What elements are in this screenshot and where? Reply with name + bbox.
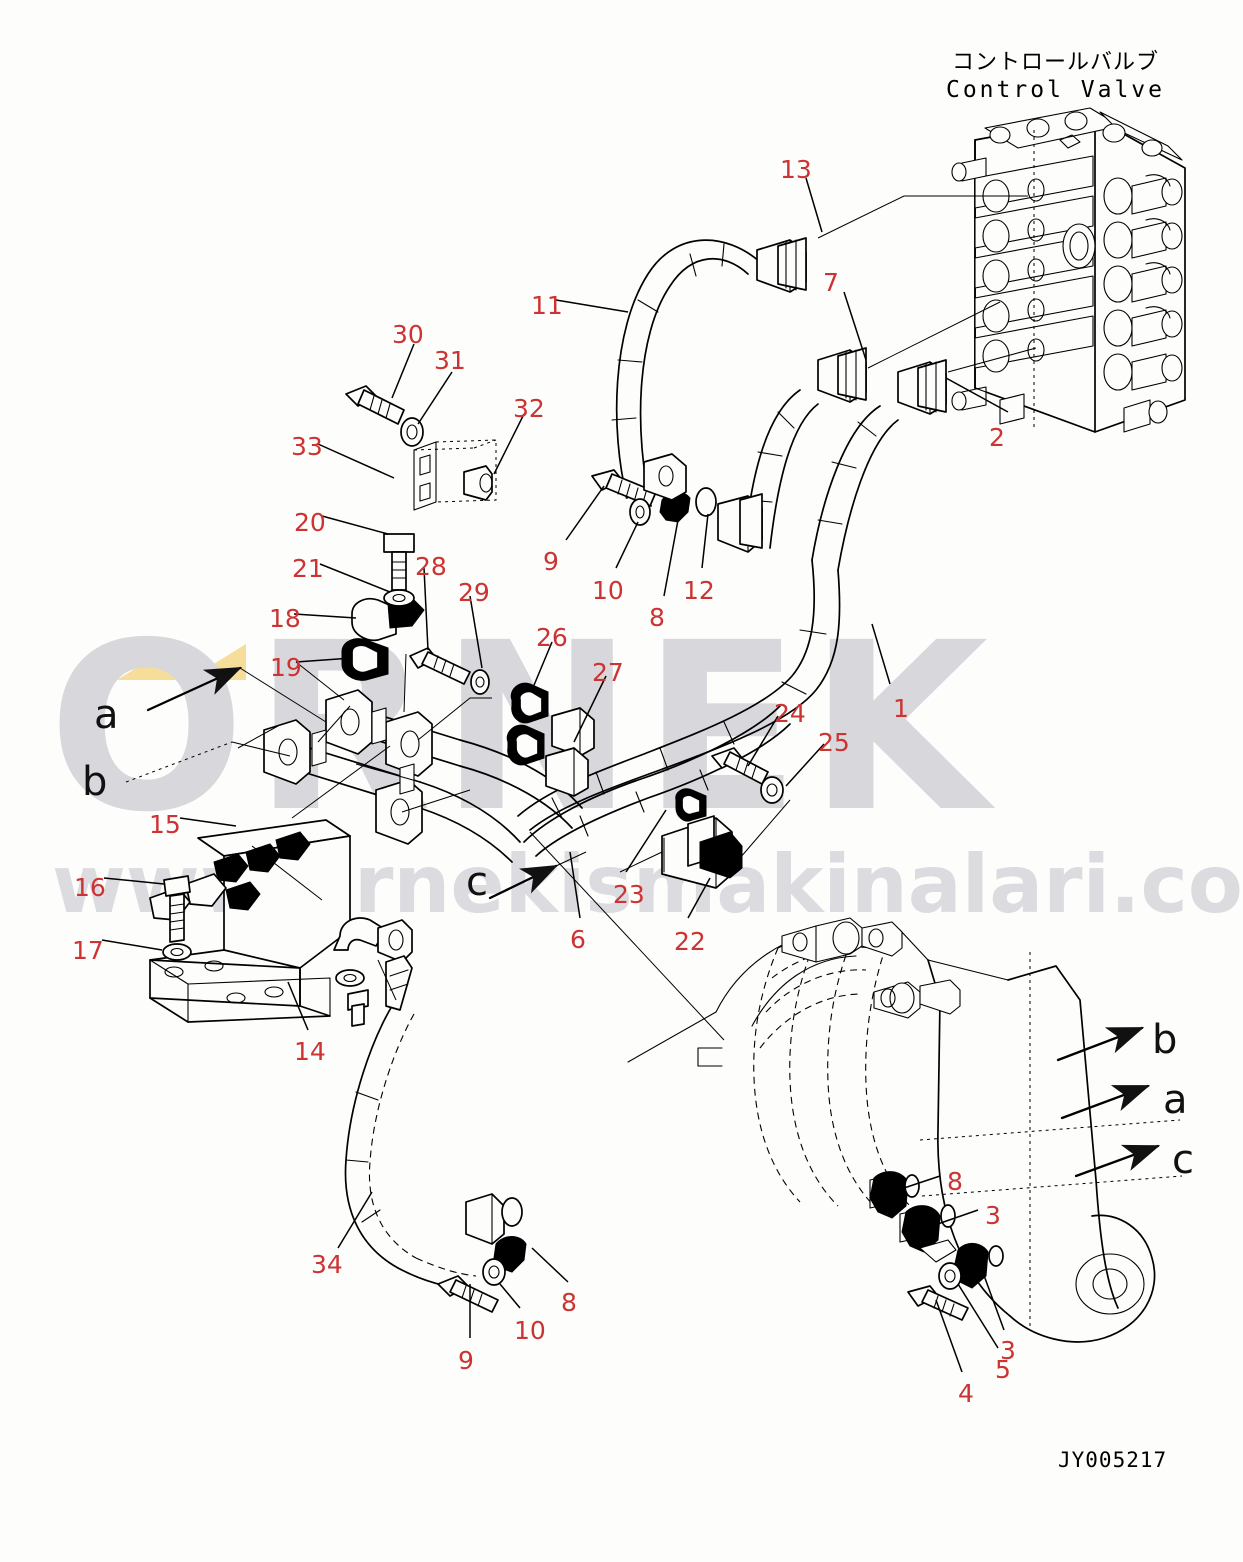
control-valve-assembly [951,107,1186,433]
callout-number: 10 [592,576,624,605]
clamp-19 [341,638,389,681]
callout-number: 8 [561,1288,577,1317]
section-mark: b [82,759,108,805]
callout-number: 15 [149,810,181,839]
drawing-number: JY005217 [1058,1448,1168,1472]
callout-number: 13 [780,155,812,184]
callout-number: 4 [958,1379,974,1408]
section-arrows-right [1056,1026,1161,1178]
section-mark: a [1163,1077,1188,1123]
callout-number: 12 [683,576,715,605]
section-mark: b [1152,1017,1178,1063]
callout-number: 11 [531,291,563,320]
leader-lines [101,177,1037,1373]
title-english: Control Valve [945,77,1165,103]
callout-number: 22 [674,927,706,956]
callout-number: 1 [893,694,909,723]
tube-assembly [263,689,583,863]
callout-number: 25 [818,728,850,757]
callout-number: 32 [513,394,545,423]
bracket-22 [661,747,784,889]
callout-number: 24 [774,699,806,728]
callout-number: 33 [291,432,323,461]
callout-number: 19 [270,653,302,682]
callout-number: 20 [294,508,326,537]
callout-number: 2 [989,423,1005,452]
callout-number: 3 [985,1201,1001,1230]
callout-number: 27 [592,658,624,687]
hose-6 [523,705,791,857]
hose-34 [333,917,527,1313]
title-block: コントロールバルブ Control Valve [946,50,1165,104]
section-mark: c [1172,1137,1194,1183]
bracket-14 [149,819,351,1023]
callout-number: 30 [392,320,424,349]
callout-number: 23 [613,880,645,909]
callout-number: 7 [823,268,839,297]
callout-number: 16 [74,873,106,902]
callout-number: 31 [434,346,466,375]
fastener-9-10-8-12 [591,453,763,553]
hose-11 [611,237,807,507]
callout-number: 10 [514,1316,546,1345]
callout-number: 9 [458,1346,474,1375]
callout-number: 34 [311,1250,343,1279]
boom-linkage [715,917,1183,1343]
callout-number: 18 [269,604,301,633]
callout-number: 9 [543,547,559,576]
callout-number: 3 [1000,1336,1016,1365]
callout-number: 5 [995,1355,1011,1384]
clamp-26 [506,682,549,766]
hose-7 [744,347,867,549]
section-arrow-center [488,851,587,900]
hose-2-1 [811,359,947,571]
callout-number: 8 [947,1167,963,1196]
callout-number: 29 [458,578,490,607]
callout-number: 17 [72,936,104,965]
section-mark: c [466,859,488,905]
fastener-20-21 [383,533,415,607]
callout-number: 28 [415,552,447,581]
title-japanese: コントロールバルブ [951,50,1159,75]
section-mark: a [94,692,119,738]
callout-number: 14 [294,1037,326,1066]
fastener-28-29 [409,647,490,695]
callout-number: 6 [570,925,586,954]
callout-number: 21 [292,554,324,583]
callout-number: 8 [649,603,665,632]
plate-33-assembly [345,385,497,511]
clamp-27 [545,707,595,797]
callout-number: 26 [536,623,568,652]
